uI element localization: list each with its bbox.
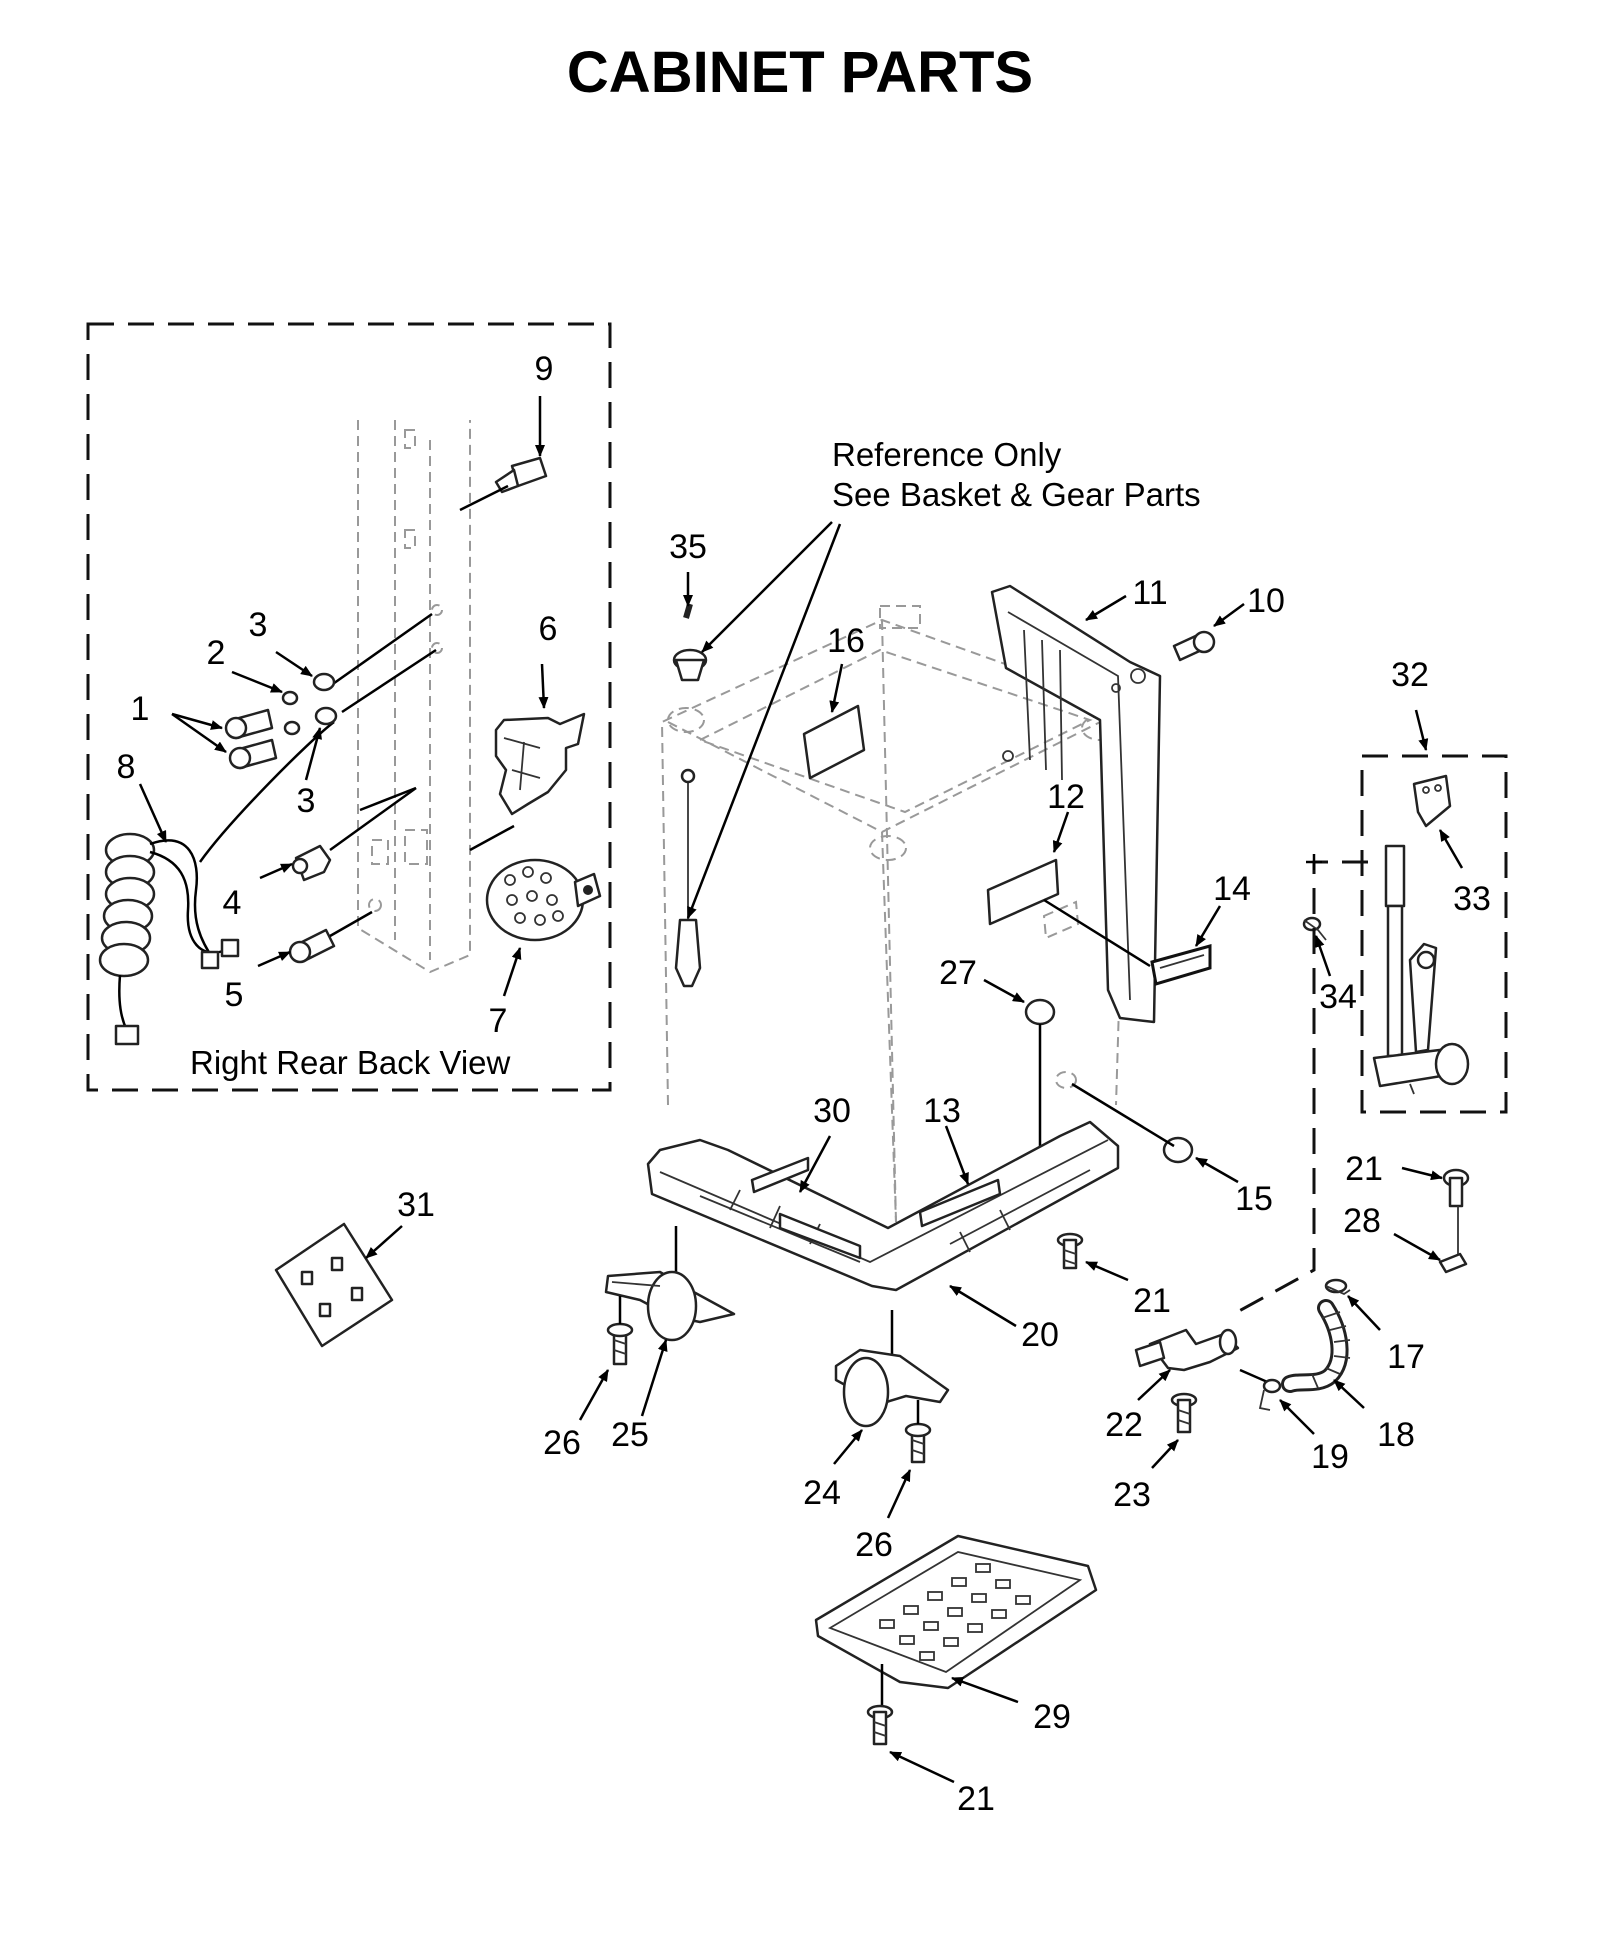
part-31-parts-bag xyxy=(274,1222,394,1348)
right-rear-view-box xyxy=(86,322,612,1092)
callout-5: 5 xyxy=(225,976,244,1014)
part-23-screw xyxy=(1170,1392,1198,1434)
callout-33: 33 xyxy=(1453,880,1491,918)
callout-19: 19 xyxy=(1311,1438,1349,1476)
callout-13: 13 xyxy=(923,1092,961,1130)
callout-22: 22 xyxy=(1105,1406,1143,1444)
part-2-washers xyxy=(281,690,301,736)
callout-1: 1 xyxy=(131,690,150,728)
callout-27: 27 xyxy=(939,954,977,992)
callout-35: 35 xyxy=(669,528,707,566)
callout-21-base: 21 xyxy=(1133,1282,1171,1320)
water-valve-assembly xyxy=(1372,844,1470,1095)
callout-10: 10 xyxy=(1247,582,1285,620)
part-33-bracket xyxy=(1412,774,1452,828)
part-21-screw-right xyxy=(1442,1168,1470,1208)
part-21-screw-base xyxy=(1056,1232,1084,1270)
part-16-label xyxy=(802,704,866,780)
callout-17: 17 xyxy=(1387,1338,1425,1376)
callout-18: 18 xyxy=(1377,1416,1415,1454)
rear-panel-ghost xyxy=(357,420,471,974)
right-rear-back-view-group: Right Rear Back View xyxy=(86,322,612,1092)
callout-4: 4 xyxy=(223,884,242,922)
part-32-box xyxy=(1360,754,1508,1114)
callout-23: 23 xyxy=(1113,1476,1151,1514)
callout-3-bottom: 3 xyxy=(297,782,316,820)
part-18-hose xyxy=(1281,1299,1351,1393)
part-26-screw-a xyxy=(606,1322,634,1366)
part-5-fitting xyxy=(288,928,336,964)
part-9-plug xyxy=(494,456,548,494)
part-24-leveling-leg xyxy=(834,1348,950,1428)
callout-9: 9 xyxy=(535,350,554,388)
callout-16: 16 xyxy=(827,622,865,660)
part-1-inlet-fittings xyxy=(224,708,278,770)
callout-12: 12 xyxy=(1047,778,1085,816)
part-27-cap xyxy=(1024,998,1056,1026)
callout-20: 20 xyxy=(1021,1316,1059,1354)
part-21-screw-pan xyxy=(866,1704,894,1746)
reference-suspension xyxy=(672,648,708,988)
callout-30: 30 xyxy=(813,1092,851,1130)
callout-numbers: 1 2 3 3 4 5 6 7 8 9 10 11 12 13 14 15 16… xyxy=(117,350,1491,1818)
part-35-pin xyxy=(683,603,693,619)
part-29-drain-pan xyxy=(814,1534,1098,1690)
part-14-plug xyxy=(1150,944,1212,986)
callout-26-lower: 26 xyxy=(855,1526,893,1564)
part-25-leveling-leg xyxy=(604,1270,736,1342)
callout-24: 24 xyxy=(803,1474,841,1512)
part-20-base xyxy=(646,1120,1120,1292)
part-10-screw xyxy=(1172,630,1216,662)
part-28-clip xyxy=(1438,1206,1468,1274)
callout-31: 31 xyxy=(397,1186,435,1224)
callout-21-right: 21 xyxy=(1345,1150,1383,1188)
callout-32: 32 xyxy=(1391,656,1429,694)
callout-15: 15 xyxy=(1235,1180,1273,1218)
part-7-disc xyxy=(485,858,602,942)
part-4-elbow xyxy=(291,844,332,882)
part-19-clamp xyxy=(1258,1378,1282,1411)
part-12-label xyxy=(986,858,1080,940)
reference-only-note-line1: Reference Only xyxy=(832,436,1062,473)
hose-routing xyxy=(1229,860,1368,1318)
part-11-rear-brace xyxy=(990,584,1162,1024)
callout-7: 7 xyxy=(489,1002,508,1040)
reference-only-note-line2: See Basket & Gear Parts xyxy=(832,476,1201,513)
part-3-washers xyxy=(312,672,338,726)
callout-11: 11 xyxy=(1132,574,1167,612)
callout-34: 34 xyxy=(1319,978,1357,1016)
leader-lines xyxy=(138,396,1464,1784)
part-17-clamp xyxy=(1324,1278,1351,1296)
right-rear-view-label: Right Rear Back View xyxy=(190,1044,511,1081)
cabinet-ghost xyxy=(660,605,1130,1223)
callout-21-pan: 21 xyxy=(957,1780,995,1818)
callout-29: 29 xyxy=(1033,1698,1071,1736)
part-6-bracket xyxy=(494,712,586,816)
part-8-wire-harness xyxy=(98,832,240,1046)
callout-2: 2 xyxy=(207,634,226,672)
callout-28: 28 xyxy=(1343,1202,1381,1240)
part-32-group xyxy=(1360,754,1508,1114)
callout-8: 8 xyxy=(117,748,136,786)
callout-26-left: 26 xyxy=(543,1424,581,1462)
part-22-valve xyxy=(1134,1328,1240,1372)
callout-3-top: 3 xyxy=(249,606,268,644)
callout-6: 6 xyxy=(539,610,558,648)
callout-25: 25 xyxy=(611,1416,649,1454)
diagram-title: CABINET PARTS xyxy=(567,40,1033,105)
callout-14: 14 xyxy=(1213,870,1251,908)
part-26-screw-b xyxy=(904,1422,932,1464)
